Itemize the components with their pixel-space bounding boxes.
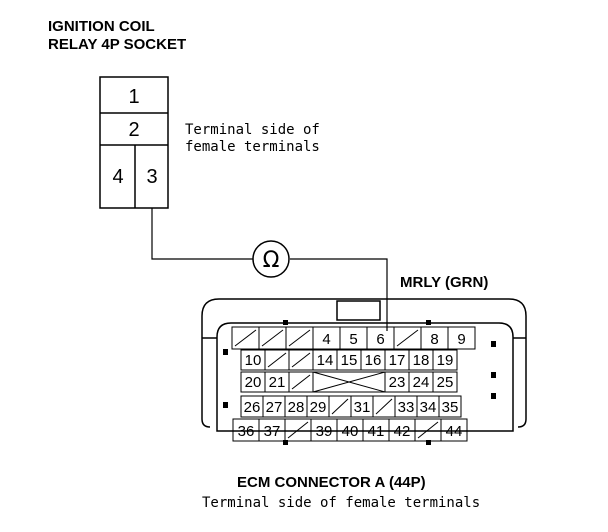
unused-pin-slash bbox=[331, 398, 349, 415]
ecm-pin-label: 18 bbox=[413, 352, 430, 369]
unused-pin-slash bbox=[261, 329, 284, 347]
ecm-pin-label: 37 bbox=[264, 423, 281, 440]
ecm-pin-label: 10 bbox=[245, 352, 262, 369]
ecm-pin-label: 4 bbox=[322, 331, 330, 348]
unused-pin-slash bbox=[234, 329, 257, 347]
ecm-cell bbox=[440, 418, 468, 442]
unused-pin-slash bbox=[288, 329, 311, 347]
ecm-cell bbox=[447, 326, 476, 350]
ecm-cell bbox=[432, 349, 458, 371]
ecm-desc: Terminal side of female terminals bbox=[202, 495, 480, 511]
ecm-cell bbox=[438, 395, 462, 418]
ecm-cell bbox=[432, 371, 458, 393]
unused-pin-slash bbox=[267, 352, 287, 368]
ecm-pin-label: 24 bbox=[413, 374, 430, 391]
relay-pin-2: 2 bbox=[128, 119, 139, 141]
ecm-pin-label: 20 bbox=[245, 374, 262, 391]
unused-pin-slash bbox=[291, 352, 311, 368]
ecm-pin-label: 5 bbox=[349, 331, 357, 348]
ecm-title: ECM CONNECTOR A (44P) bbox=[237, 474, 426, 491]
test-wire bbox=[151, 208, 388, 331]
ecm-pin-label: 42 bbox=[394, 423, 411, 440]
ecm-pin-label: 14 bbox=[317, 352, 334, 369]
ecm-pin-label: 16 bbox=[365, 352, 382, 369]
ecm-pin-label: 15 bbox=[341, 352, 358, 369]
relay-title-line1: IGNITION COIL bbox=[48, 18, 155, 35]
relay-socket bbox=[99, 76, 169, 209]
ecm-pin-label: 39 bbox=[316, 423, 333, 440]
ecm-pin-label: 34 bbox=[420, 399, 437, 416]
ecm-pin-label: 40 bbox=[342, 423, 359, 440]
ecm-pin-label: 41 bbox=[368, 423, 385, 440]
ohmmeter-icon: Ω bbox=[252, 240, 290, 278]
ecm-pin-label: 17 bbox=[389, 352, 406, 369]
unused-pin-slash bbox=[291, 374, 311, 390]
ecm-pin-label: 9 bbox=[457, 331, 465, 348]
ecm-pin-label: 25 bbox=[437, 374, 454, 391]
ecm-pin-label: 31 bbox=[354, 399, 371, 416]
ecm-pin-label: 23 bbox=[389, 374, 406, 391]
unused-pin-slash bbox=[287, 421, 309, 439]
blank-cavity-cross bbox=[312, 371, 386, 393]
unused-pin-slash bbox=[417, 421, 439, 439]
ecm-pin-label: 27 bbox=[266, 399, 283, 416]
relay-title-line2: RELAY 4P SOCKET bbox=[48, 36, 186, 53]
ohm-symbol: Ω bbox=[263, 248, 280, 273]
ecm-pin-label: 26 bbox=[244, 399, 261, 416]
ecm-pin-label: 36 bbox=[238, 423, 255, 440]
relay-pin-3: 3 bbox=[146, 166, 157, 188]
ecm-pin-grid: 4 5 6 8 9 10 14 15 16 17 18 19 20 21 23 24 25 26 27 28 29 31 3… bbox=[231, 326, 476, 442]
wire-label: MRLY (GRN) bbox=[400, 274, 488, 291]
relay-desc-line1: Terminal side of bbox=[185, 122, 320, 138]
ecm-pin-label: 19 bbox=[437, 352, 454, 369]
relay-pin-4: 4 bbox=[112, 166, 123, 188]
ecm-pin-label: 29 bbox=[310, 399, 327, 416]
connector-latch-marks bbox=[223, 320, 496, 445]
ecm-pin-label: 44 bbox=[446, 423, 463, 440]
ecm-pin-label: 8 bbox=[430, 331, 438, 348]
ecm-pin-label: 35 bbox=[442, 399, 459, 416]
ecm-pin-label: 28 bbox=[288, 399, 305, 416]
ecm-pin-label: 6 bbox=[376, 331, 384, 348]
unused-pin-slash bbox=[396, 329, 419, 347]
relay-pin-1: 1 bbox=[128, 86, 139, 108]
unused-pin-slash bbox=[375, 398, 393, 415]
ecm-connector bbox=[201, 298, 527, 432]
relay-desc-line2: female terminals bbox=[185, 139, 320, 155]
ecm-pin-label: 33 bbox=[398, 399, 415, 416]
ecm-pin-label: 21 bbox=[269, 374, 286, 391]
